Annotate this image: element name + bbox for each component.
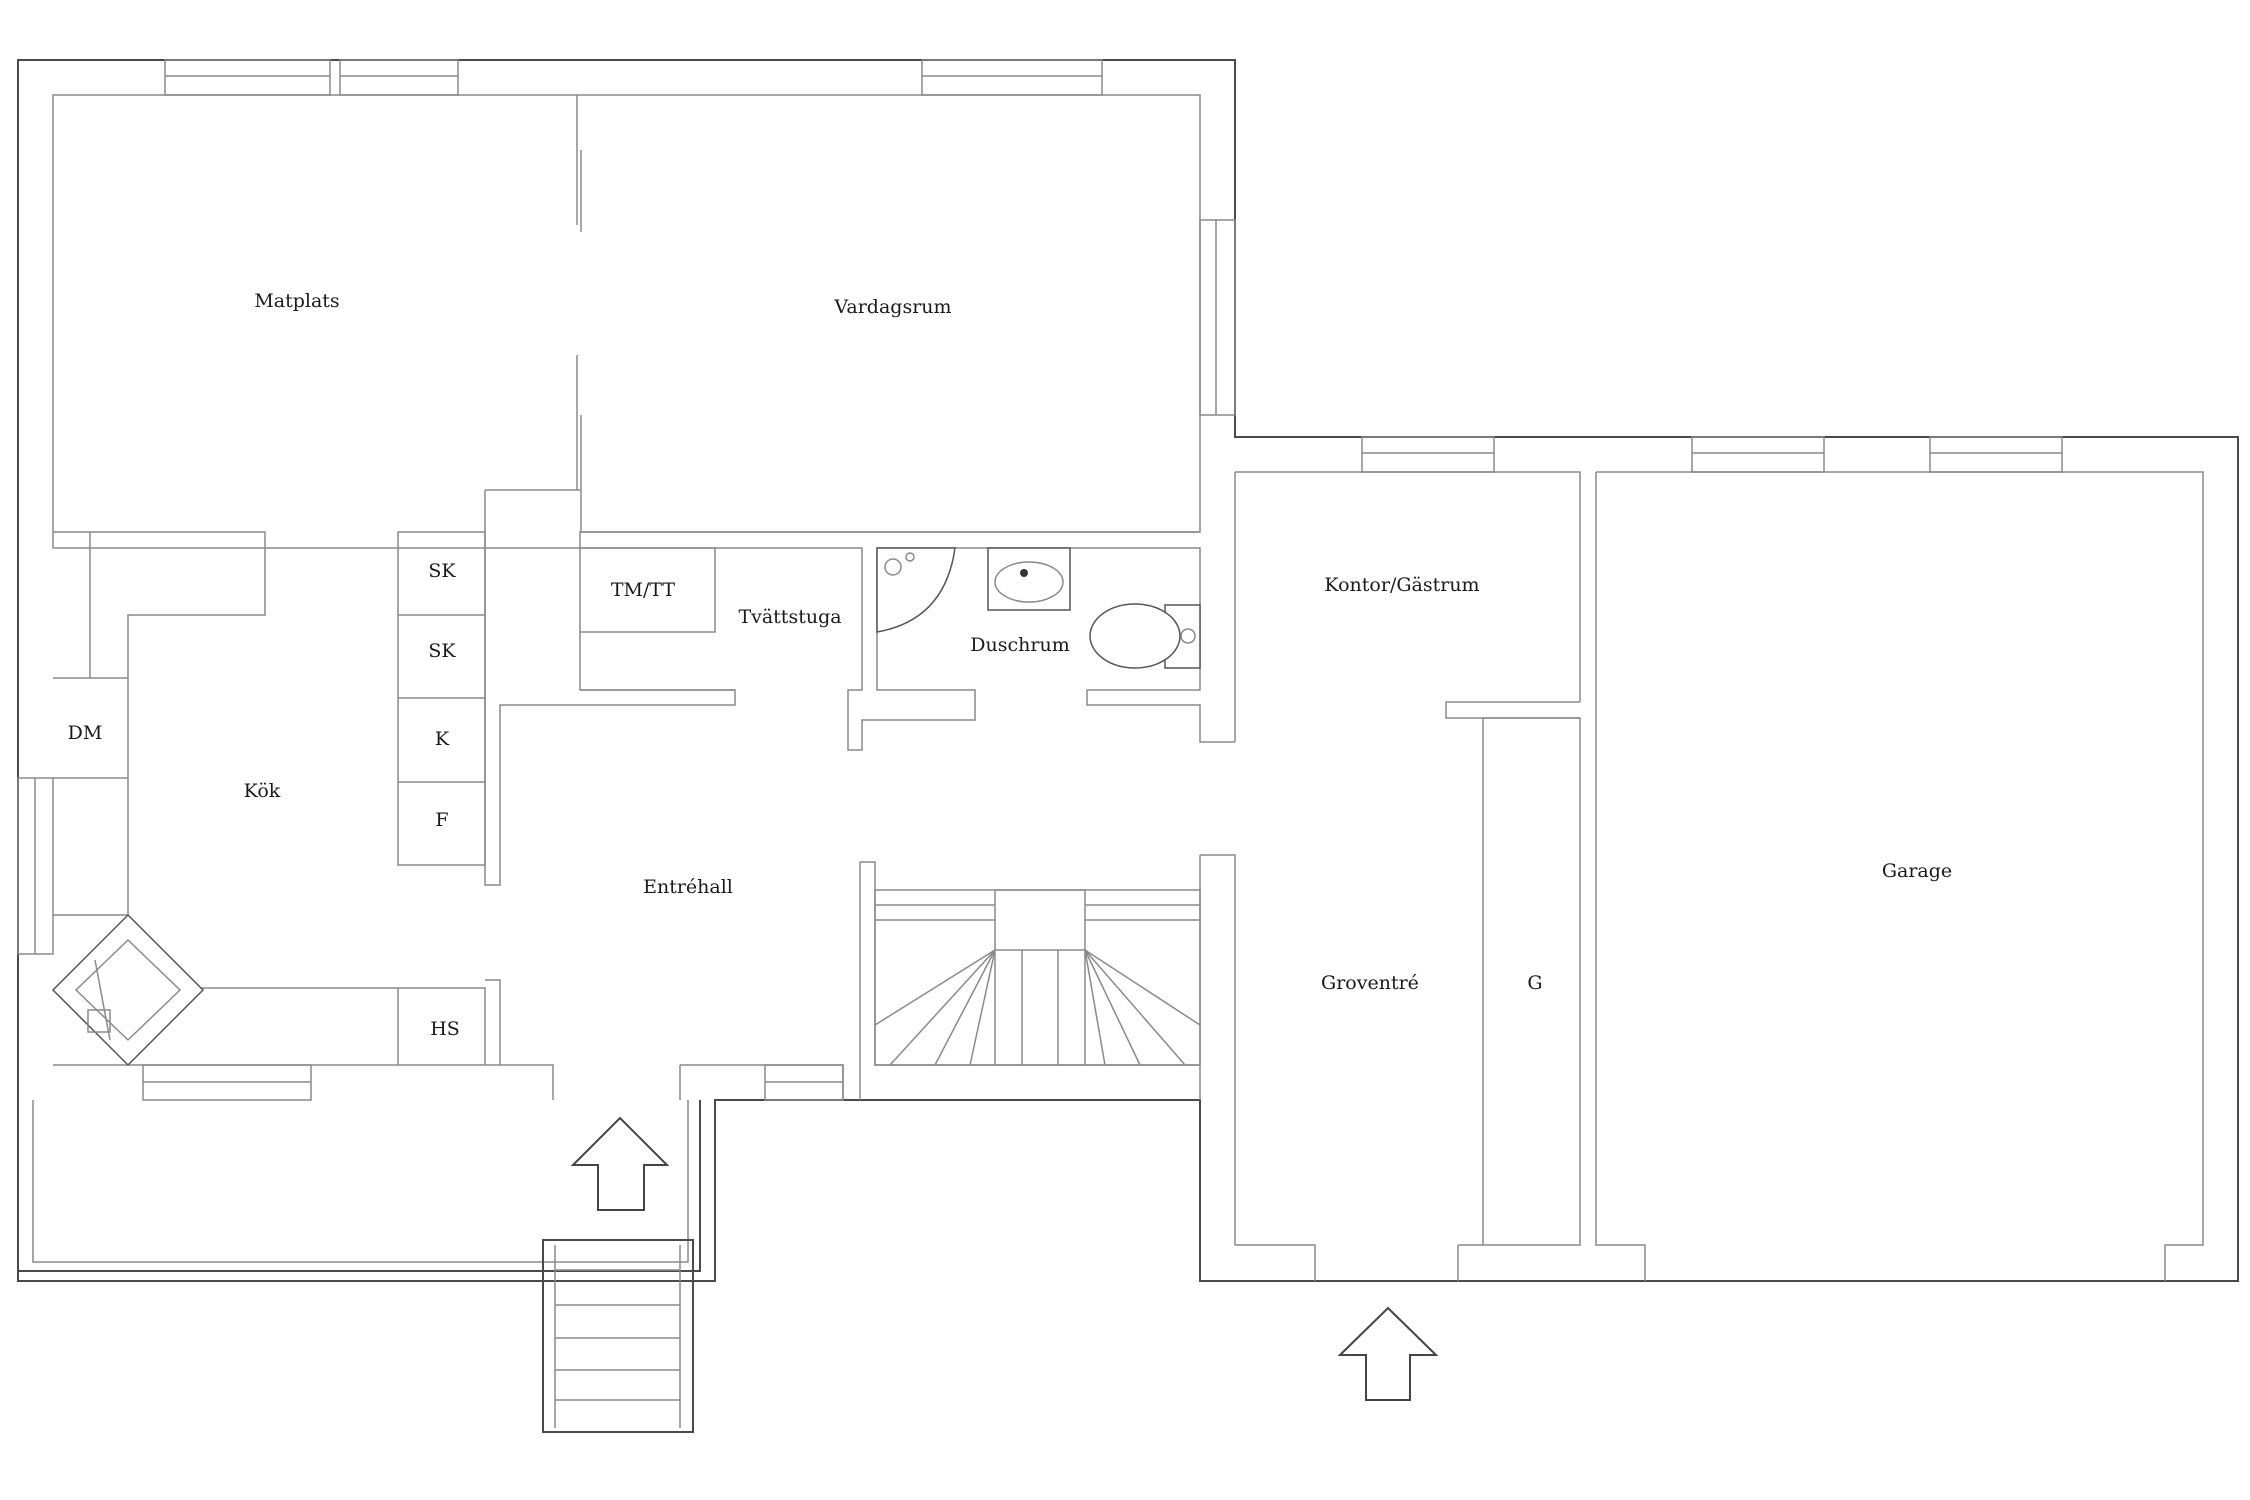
fixture-label-sk-2: SK <box>428 640 456 662</box>
outer-walls <box>17 59 2239 1282</box>
garage-entry-arrow-icon <box>1337 1306 1439 1401</box>
entry-arrow-icon <box>570 1116 670 1211</box>
room-labels: Matplats Vardagsrum Kök Entréhall Tvätts… <box>244 290 1952 994</box>
room-label-kontor: Kontor/Gästrum <box>1324 574 1479 596</box>
fixture-label-tmtt: TM/TT <box>611 579 676 601</box>
shower-corner <box>876 547 956 633</box>
outdoor-stairs <box>542 1239 694 1433</box>
fixture-label-sk-1: SK <box>428 560 456 582</box>
interior-stairs <box>874 889 1201 1066</box>
toilet <box>1089 603 1201 669</box>
fixture-label-hs: HS <box>430 1018 460 1040</box>
room-label-groventre: Groventré <box>1321 972 1419 994</box>
room-label-tvattstuga: Tvättstuga <box>738 606 841 628</box>
interior-walls <box>53 95 1236 1245</box>
fixture-label-dm: DM <box>68 722 103 744</box>
room-label-garage: Garage <box>1882 860 1952 882</box>
fixture-label-f: F <box>435 809 448 831</box>
room-label-vardagsrum: Vardagsrum <box>833 296 951 318</box>
room-label-entrehall: Entréhall <box>643 876 733 898</box>
washbasin <box>987 547 1071 611</box>
fixture-label-k: K <box>435 728 450 750</box>
fixture-label-g: G <box>1527 972 1542 994</box>
room-label-kok: Kök <box>244 780 281 802</box>
room-label-matplats: Matplats <box>254 290 339 312</box>
windows <box>17 59 2063 1101</box>
fixture-labels: SK SK K F HS DM G TM/TT <box>68 560 1543 1040</box>
stove-fireplace <box>51 913 205 1067</box>
room-label-duschrum: Duschrum <box>970 634 1069 656</box>
